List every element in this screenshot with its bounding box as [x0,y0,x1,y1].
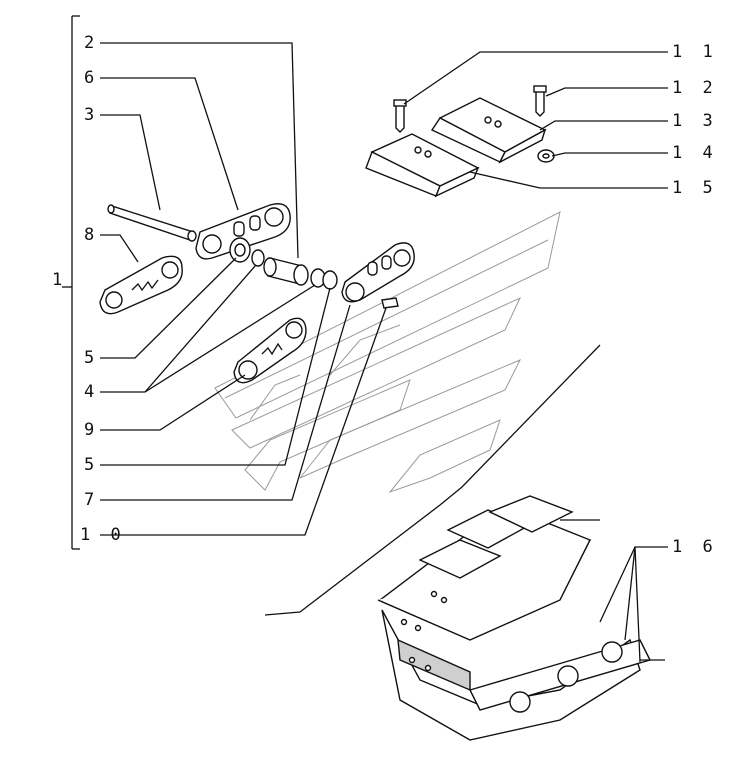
label-14: 1 4 [672,143,718,163]
watermark-logo [214,211,561,494]
track-link-right-upper [195,203,291,260]
shoe-bolts [393,85,547,133]
track-link-lower [233,317,307,384]
track-link-left [99,255,183,315]
label-5-upper: 5 [84,348,99,368]
label-1: 1 [52,270,67,290]
label-7: 7 [84,490,99,510]
label-4: 4 [84,382,99,402]
assembly-bracket [62,15,80,550]
track-chain-assembly [377,495,665,741]
seal-rings-left [229,237,265,267]
label-6: 6 [84,68,99,88]
label-5-lower: 5 [84,455,99,475]
label-10: 1 0 [80,525,126,545]
shoe-nut [537,149,555,163]
label-15: 1 5 [672,178,718,198]
label-16: 1 6 [672,537,718,557]
track-link-right [341,242,415,303]
label-2: 2 [84,33,99,53]
track-pin [107,204,197,242]
callout-labels: 1 2 6 3 8 5 4 9 5 7 1 0 1 1 1 2 1 3 1 4 … [52,33,718,557]
track-shoe-lower [365,133,480,198]
label-13: 1 3 [672,111,718,131]
track-bushing [263,257,309,286]
label-11: 1 1 [672,42,718,62]
label-12: 1 2 [672,78,718,98]
retaining-pin [381,297,399,309]
leader-lines [100,42,668,663]
label-9: 9 [84,420,99,440]
seal-rings-right [310,268,338,290]
label-8: 8 [84,225,99,245]
detail-break-line [264,344,601,616]
label-3: 3 [84,105,99,125]
track-shoe-upper [430,97,547,164]
